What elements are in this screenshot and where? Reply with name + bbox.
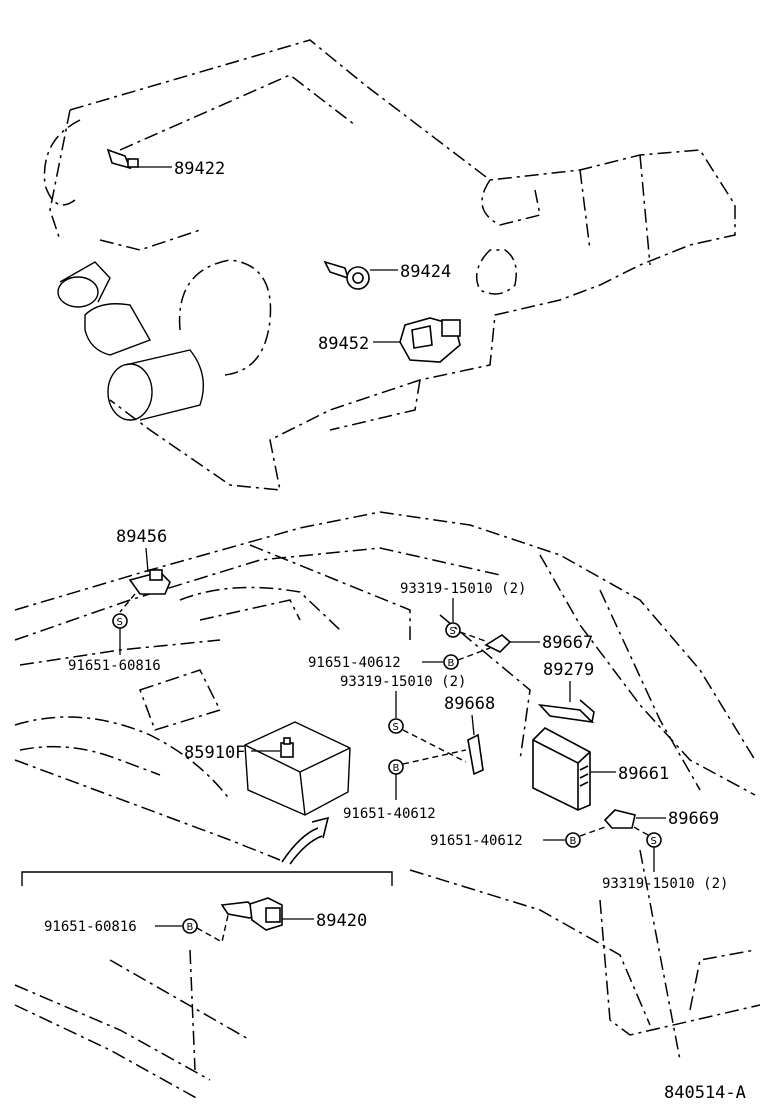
sensor-89452	[399, 317, 461, 363]
svg-text:B: B	[448, 658, 455, 669]
sensor-89456	[128, 569, 171, 595]
svg-text:S: S	[393, 722, 399, 733]
svg-text:B: B	[393, 763, 400, 774]
label-89424: 89424	[400, 262, 451, 282]
label-89668: 89668	[444, 694, 495, 714]
svg-text:S: S	[117, 617, 123, 628]
engine-shafts	[57, 261, 204, 421]
label-89661: 89661	[618, 764, 669, 784]
vehicle-body-outline	[14, 511, 760, 1101]
label-91651-60816-b: 91651-60816	[44, 919, 137, 935]
dash-screw-89669	[631, 825, 649, 836]
svg-text:S: S	[450, 626, 456, 637]
screw-badge-3: S	[388, 718, 404, 734]
label-91651-60816-a: 91651-60816	[68, 658, 161, 674]
screw-badge-4: S	[646, 832, 662, 848]
label-91651-40612-b: 91651-40612	[343, 806, 436, 822]
label-89669: 89669	[668, 809, 719, 829]
bolt-badge-4: B	[182, 918, 198, 934]
cover-89279	[537, 699, 595, 724]
ecu-89661	[532, 727, 591, 811]
label-89456: 89456	[116, 527, 167, 547]
bracket-89668	[467, 733, 484, 776]
screw-badge-2: S	[445, 622, 461, 638]
label-93319-b: 93319-15010 (2)	[340, 674, 466, 690]
engine-transmission-outline	[43, 39, 736, 491]
relay-85910F	[280, 737, 294, 758]
label-89420: 89420	[316, 911, 367, 931]
label-89422: 89422	[174, 159, 225, 179]
bracket-89669	[603, 809, 636, 829]
svg-text:B: B	[187, 922, 194, 933]
dash-89456-screw	[119, 593, 136, 613]
bolt-badge-2: B	[388, 759, 404, 775]
label-85910F: 85910F	[184, 743, 245, 763]
leader-89456	[145, 547, 149, 573]
dash-bolt-89420	[196, 914, 229, 944]
inset-frame	[21, 871, 393, 886]
label-93319-a: 93319-15010 (2)	[400, 581, 526, 597]
svg-text:S: S	[651, 836, 657, 847]
dash-bolt-89669	[579, 825, 609, 837]
bolt-badge-1: B	[443, 654, 459, 670]
diagram-code: 840514-A	[664, 1083, 746, 1103]
svg-text:B: B	[570, 836, 577, 847]
label-89452: 89452	[318, 334, 369, 354]
dash-screw-89667	[459, 631, 489, 643]
bracket-89667	[484, 634, 512, 653]
inset-arrow	[281, 816, 330, 865]
screw-badge-1: S	[112, 613, 128, 629]
label-89667: 89667	[542, 633, 593, 653]
label-89279: 89279	[543, 660, 594, 680]
label-91651-40612-a: 91651-40612	[308, 655, 401, 671]
leader-89668	[471, 714, 475, 736]
dash-screw-89668	[402, 729, 467, 763]
sensor-89422	[106, 148, 139, 170]
label-91651-40612-c: 91651-40612	[430, 833, 523, 849]
dash-bolt-89668	[402, 749, 467, 765]
sensor-89420	[220, 897, 283, 931]
sensor-89424	[323, 260, 370, 290]
bolt-badge-3: B	[565, 832, 581, 848]
label-93319-c: 93319-15010 (2)	[602, 876, 728, 892]
battery-box	[244, 721, 351, 816]
dash-bolt-89667	[457, 647, 491, 661]
